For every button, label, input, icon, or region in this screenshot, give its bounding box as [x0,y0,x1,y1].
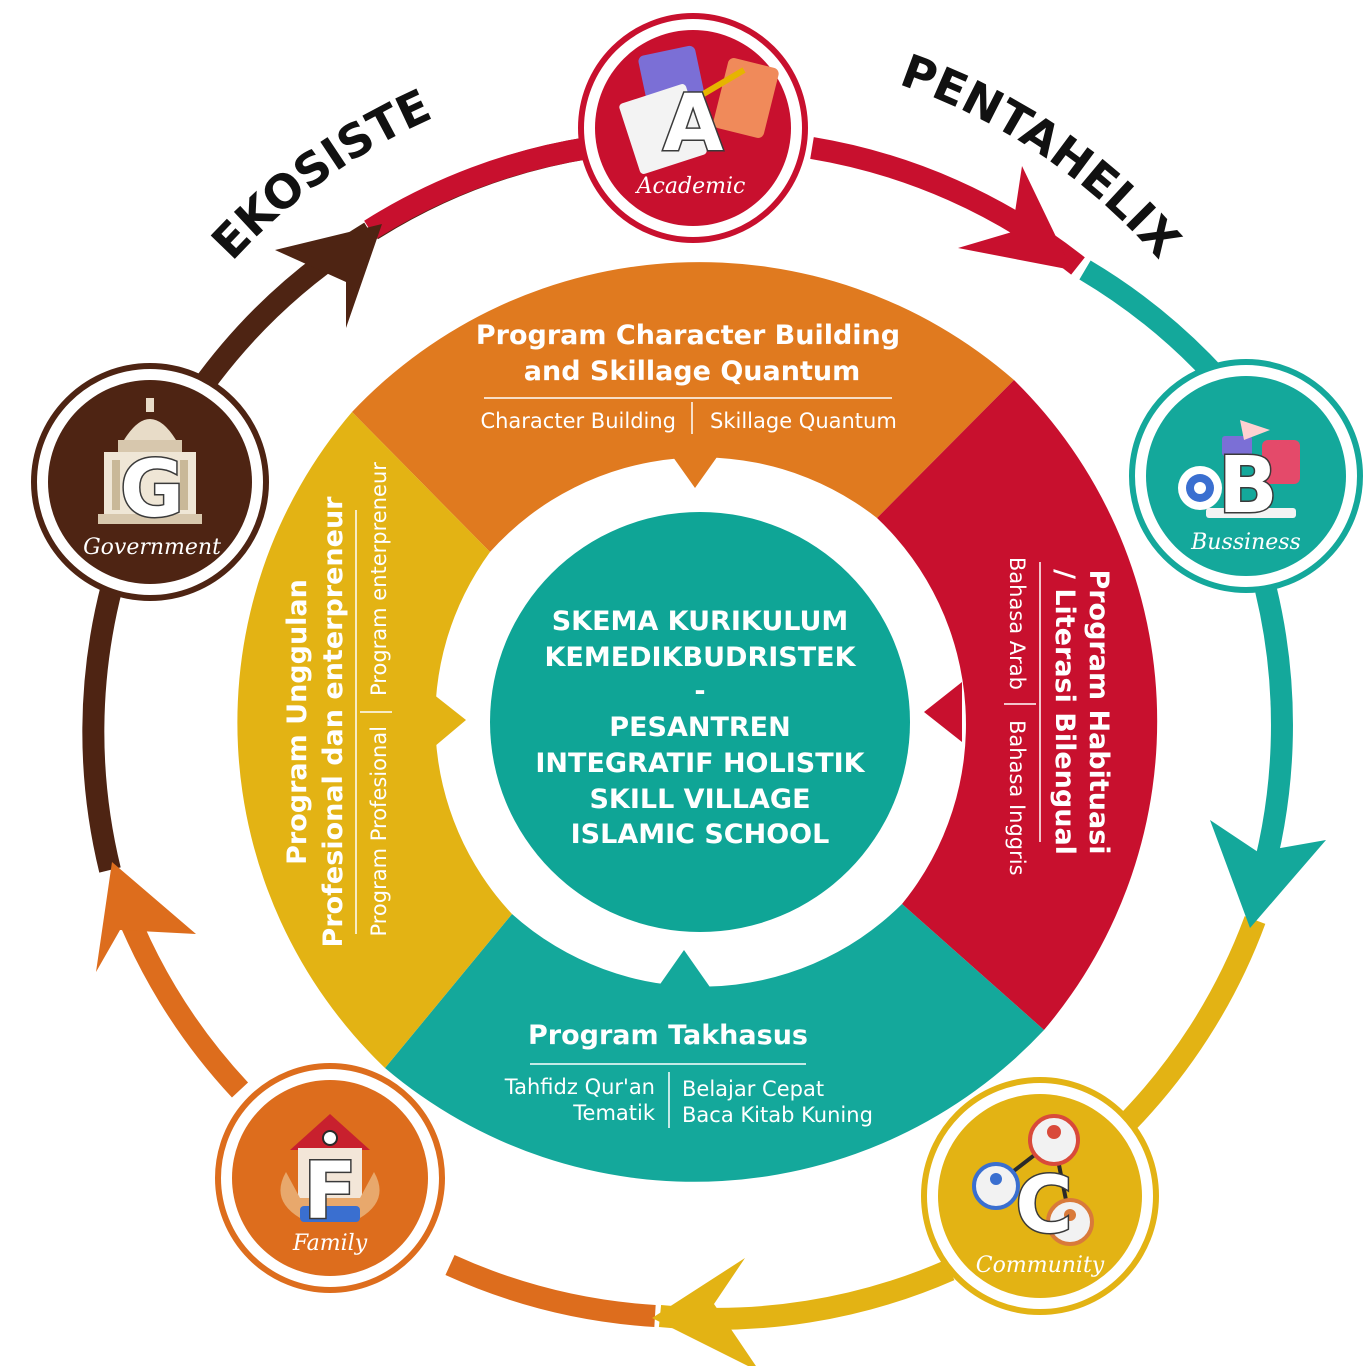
segment-left-sub-right: Program enterpreneur [367,462,391,696]
segment-left-title-line: Profesional dan enterpreneur [318,496,349,948]
segment-bottom-sub-right-line: Baca Kitab Kuning [682,1103,873,1127]
segment-top-title-line: Program Character Building [476,320,900,351]
node-community: C Community [921,1077,1159,1315]
segment-bottom-title: Program Takhasus [528,1020,808,1051]
center-line: INTEGRATIF HOLISTIK [535,748,865,779]
segment-right-text: Program Habituasi / Literasi Bilengual B… [1004,557,1114,876]
house-hands-icon [280,1114,380,1222]
node-community-letter: C [1015,1161,1072,1251]
center-circle [490,512,910,932]
segment-top-title-line: and Skillage Quantum [524,356,860,387]
node-family: F Family [215,1063,445,1293]
segment-left-text: Program Unggulan Profesional dan enterpr… [282,462,392,948]
segment-right-sub-right: Bahasa Inggris [1005,720,1029,876]
node-business-letter: B [1218,441,1277,531]
node-academic-letter: A [663,79,723,169]
segment-bottom-sub-left-line: Tematik [572,1101,656,1125]
arrowhead-government [96,862,196,972]
segment-top-text: Program Character Building and Skillage … [476,320,900,434]
center-line: KEMEDIKBUDRISTEK [544,642,856,673]
center-line: ISLAMIC SCHOOL [571,819,830,850]
segment-top-sub-left: Character Building [480,409,676,433]
node-family-letter: F [303,1147,356,1237]
node-government-label: Government [83,535,221,560]
marketing-target-icon [1178,420,1300,518]
outer-cycle-ring [82,137,1326,1366]
center-line: - [694,676,705,707]
segment-left-title-line: Program Unggulan [282,579,313,865]
segment-right-crimson [877,380,1158,1030]
arrowhead-family [652,1258,756,1366]
segment-top-sub-right: Skillage Quantum [710,409,897,433]
notch-arrow-left [428,690,466,752]
arrowhead-academic [275,224,382,328]
center-line: SKEMA KURIKULUM [552,606,849,637]
notch-arrow-right [924,682,962,742]
segment-right-sub-left: Bahasa Arab [1005,557,1029,690]
segment-left-sub-left: Program Profesional [367,726,391,937]
node-family-label: Family [292,1231,368,1256]
center-line: PESANTREN [609,712,790,743]
node-government-letter: G [120,445,184,535]
notch-arrow-bottom [656,950,712,990]
segment-bottom-teal [385,904,1044,1182]
segment-top-orange [352,262,1014,552]
segment-left-yellow [237,412,512,1068]
segment-bottom-text: Program Takhasus Tahfidz Qur'an Tematik … [504,1020,873,1128]
center-line: SKILL VILLAGE [589,784,810,815]
segment-right-title-line: Program Habituasi [1083,569,1114,854]
segment-bottom-sub-right-line: Belajar Cepat [682,1077,824,1101]
capitol-building-icon [98,398,202,524]
arrowhead-business [958,166,1072,270]
node-business-label: Bussiness [1190,530,1301,555]
books-icon [619,45,779,174]
segment-bottom-sub-left-line: Tahfidz Qur'an [504,1075,655,1099]
node-government: G Government [31,363,269,601]
node-academic-label: Academic [635,174,746,199]
node-business: B Bussiness [1129,359,1363,593]
node-community-label: Community [976,1253,1105,1278]
node-academic: A Academic [578,13,808,243]
segment-right-title-line: / Literasi Bilengual [1049,569,1080,855]
center-title: SKEMA KURIKULUM KEMEDIKBUDRISTEK - PESAN… [535,606,865,850]
program-segments [237,262,1158,1182]
arrowhead-community [1210,820,1326,928]
people-network-icon [972,1114,1094,1246]
notch-arrow-top [668,450,722,488]
ring-arc-top-crimson [364,137,590,240]
